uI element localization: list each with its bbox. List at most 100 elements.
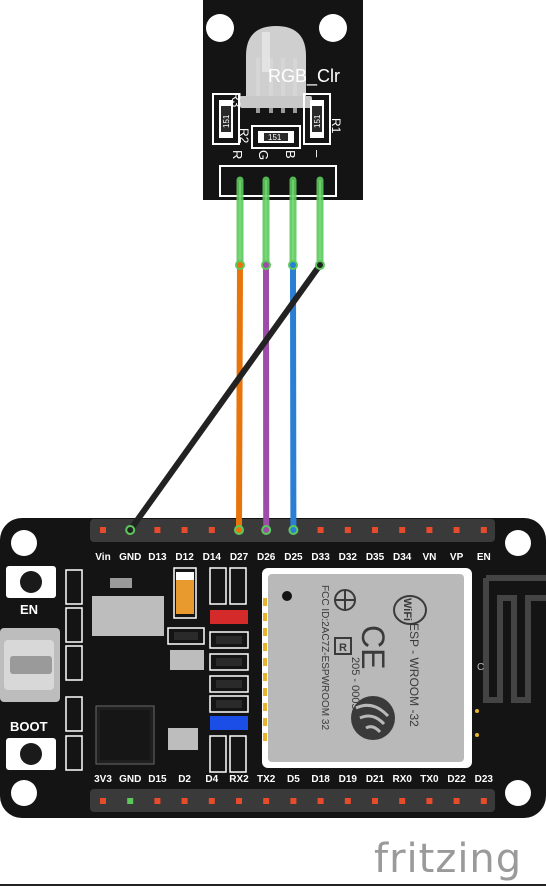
boot-button[interactable] xyxy=(6,738,56,770)
smd-components xyxy=(65,569,83,771)
top-pin-label: D35 xyxy=(366,552,385,563)
smd-resistor-array xyxy=(209,567,249,773)
wire-d26[interactable] xyxy=(261,176,272,535)
capacitor xyxy=(173,567,197,619)
header-pin-d35[interactable] xyxy=(372,527,378,533)
header-pin-d34[interactable] xyxy=(399,527,406,533)
header-pin-vin[interactable] xyxy=(100,527,106,533)
module-pin-label: G xyxy=(256,150,271,160)
bottom-pin-label: GND xyxy=(119,774,141,785)
wire-gnd[interactable] xyxy=(125,176,325,535)
module-name-text: ESP - WROOM -32 xyxy=(407,623,421,727)
header-pin-d18[interactable] xyxy=(317,798,324,804)
top-pin-label: D14 xyxy=(203,552,222,563)
top-pin-label: EN xyxy=(477,552,491,563)
top-pin-label: D32 xyxy=(339,552,358,563)
resistor-r2: 151 R2 xyxy=(237,125,301,149)
header-pin-d5[interactable] xyxy=(290,798,297,804)
header-pin-d4[interactable] xyxy=(208,798,215,804)
header-pin-d21[interactable] xyxy=(372,798,378,804)
header-pin-vp[interactable] xyxy=(453,527,460,533)
top-pin-label: D34 xyxy=(393,552,412,563)
wire-d25[interactable] xyxy=(288,176,299,535)
mount-hole xyxy=(11,780,37,806)
wire-d27[interactable] xyxy=(234,176,245,535)
top-pin-label: D25 xyxy=(284,552,303,563)
module-pin-label: B xyxy=(283,150,298,159)
wifi-logo-icon: WiFi xyxy=(393,595,427,625)
bottom-pin-label: RX2 xyxy=(229,774,249,785)
header-pin-d12[interactable] xyxy=(181,527,188,533)
header-pin-d23[interactable] xyxy=(480,798,487,804)
header-pin-en[interactable] xyxy=(480,527,487,533)
header-pin-d22[interactable] xyxy=(453,798,460,804)
module-header xyxy=(219,165,337,197)
resistor-name: R2 xyxy=(237,128,251,144)
bottom-pin-label: D5 xyxy=(287,774,300,785)
fritzing-watermark: fritzing xyxy=(374,836,523,882)
header-pin-tx0[interactable] xyxy=(426,798,433,804)
header-pin-d2[interactable] xyxy=(181,798,188,804)
header-pin-d15[interactable] xyxy=(154,798,161,804)
header-pin-rx0[interactable] xyxy=(399,798,406,804)
header-pin-d14[interactable] xyxy=(208,527,215,533)
top-pin-label: GND xyxy=(119,552,141,563)
top-pin-label: D13 xyxy=(148,552,167,563)
resistor-name: R3 xyxy=(229,92,243,108)
bottom-pin-label: D22 xyxy=(447,774,466,785)
bottom-pin-label: D23 xyxy=(475,774,494,785)
header-pin-tx2[interactable] xyxy=(263,798,270,804)
top-pin-label: D33 xyxy=(311,552,330,563)
top-pin-label: D26 xyxy=(257,552,276,563)
castellation-pad xyxy=(263,733,267,741)
bottom-pin-label: RX0 xyxy=(392,774,412,785)
header-pin-gnd[interactable] xyxy=(127,798,134,804)
mount-hole xyxy=(505,780,531,806)
transistor xyxy=(167,627,205,670)
castellation-pad xyxy=(263,643,267,651)
wifi-logo-text: WiFi xyxy=(401,598,413,621)
header-pin-d32[interactable] xyxy=(344,527,351,533)
header-pin-d19[interactable] xyxy=(344,798,351,804)
module-fcc-text: FCC ID:2AC7Z-ESPWROOM 32 xyxy=(319,585,330,730)
top-pin-label: D27 xyxy=(230,552,249,563)
certification-icon xyxy=(334,589,356,655)
bottom-divider xyxy=(0,884,546,886)
resistor-value: 151 xyxy=(268,133,282,142)
bottom-pin-label: TX0 xyxy=(420,774,439,785)
transistor xyxy=(168,728,198,750)
bottom-pin-label: D4 xyxy=(205,774,218,785)
header-pin-d33[interactable] xyxy=(317,527,324,533)
header-pin-rx2[interactable] xyxy=(236,798,242,804)
rgb-led-module: RGB_Clr 151 R3 151 R1 151 R2 R G B – xyxy=(203,0,363,200)
resistor-name: R1 xyxy=(329,118,343,134)
voltage-regulator xyxy=(92,578,164,636)
resistor-value: 151 xyxy=(222,114,231,128)
header-pin-3v3[interactable] xyxy=(100,798,106,804)
usb-uart-chip xyxy=(95,705,155,765)
top-pin-label: D12 xyxy=(175,552,194,563)
mount-hole xyxy=(319,14,347,42)
resistor-r3: 151 R3 xyxy=(212,92,243,145)
boot-button-label: BOOT xyxy=(10,719,48,734)
ce-mark: CE xyxy=(355,625,391,669)
castellation-pad xyxy=(263,658,267,666)
castellation-pad xyxy=(263,703,267,711)
r-mark: R xyxy=(339,642,347,654)
top-pin-label: Vin xyxy=(95,552,110,563)
top-pin-label: VP xyxy=(450,552,464,563)
led-icon xyxy=(240,26,312,113)
espressif-logo-icon xyxy=(351,696,395,740)
header-pin-vn[interactable] xyxy=(426,527,433,533)
header-pin-d13[interactable] xyxy=(154,527,161,533)
bottom-pin-label: TX2 xyxy=(257,774,276,785)
mount-hole xyxy=(505,530,531,556)
bottom-pin-label: D18 xyxy=(311,774,330,785)
resistor-value: 151 xyxy=(313,114,322,128)
castellation-pad xyxy=(263,688,267,696)
en-button[interactable] xyxy=(6,566,56,598)
castellation-pad xyxy=(263,673,267,681)
castellation-pad xyxy=(263,598,267,606)
led-label: RGB_Clr xyxy=(268,66,340,87)
